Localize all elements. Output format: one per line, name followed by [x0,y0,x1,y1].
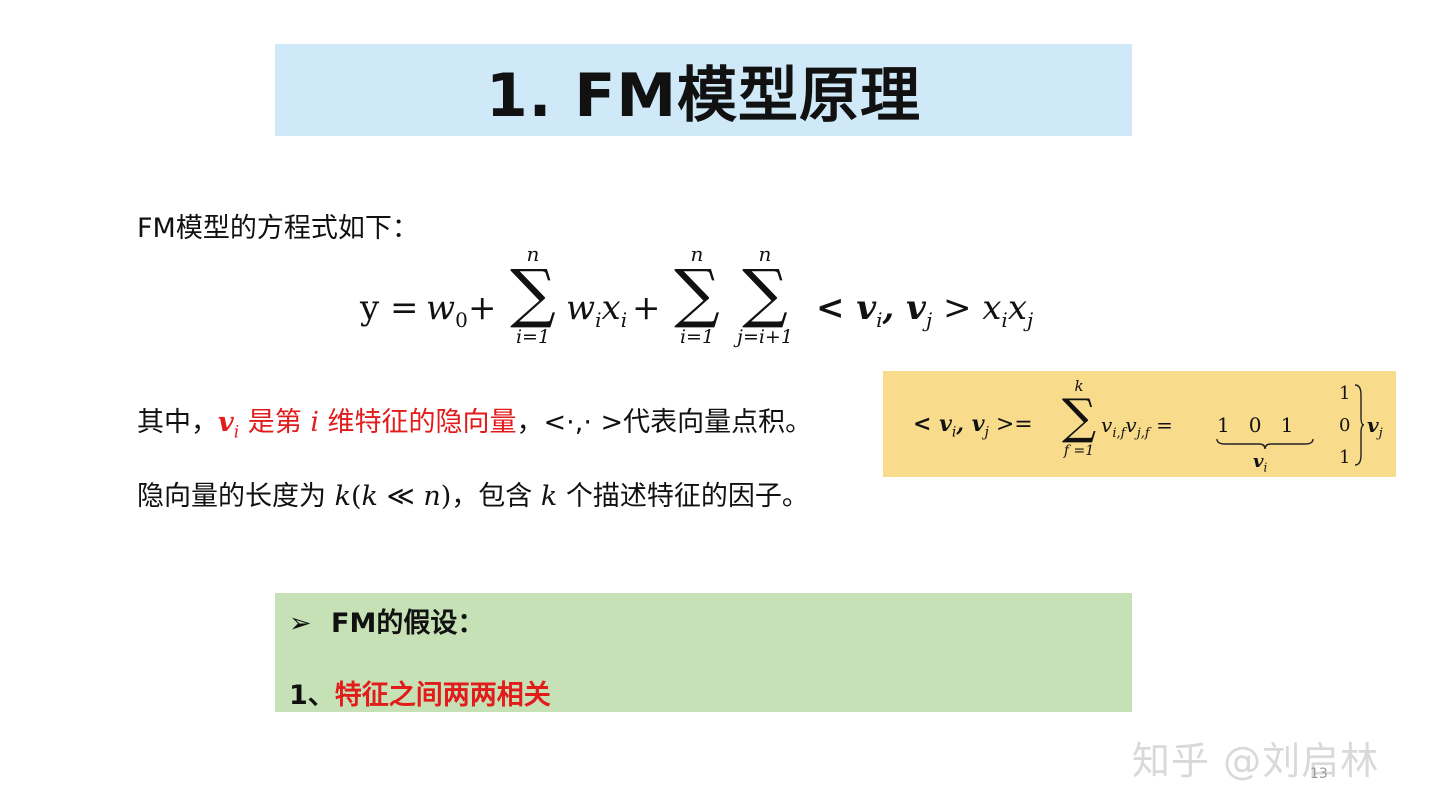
dot-product-definition-box: < vi, vj >= k ∑ f =1 vi,fvj,f = 1 0 1 vi… [883,371,1396,477]
intro-text: FM模型的方程式如下： [137,213,419,244]
assumption-box: ➢ FM的假设： 1、特征之间两两相关 [275,593,1132,712]
latent-vector-length: 隐向量的长度为 k(k ≪ n)，包含 k 个描述特征的因子。 [137,481,809,512]
latent-vector-description: 其中，vi 是第 i 维特征的隐向量，<·,· >代表向量点积。 [137,407,813,443]
brace-label: vi [1253,451,1268,475]
bullet-arrow-icon: ➢ [289,608,312,639]
watermark: 知乎 @刘启林 [1132,739,1380,783]
sum-2: n ∑ i=1 [674,242,720,348]
row-vector: 1 0 1 [1217,413,1294,437]
col-vector-1: 1 [1339,383,1351,404]
eq-y: y = [360,288,419,328]
eq-w0: w0 [426,288,468,332]
assumption-item-1: 1、特征之间两两相关 [289,680,551,711]
eq-plus-1: + [468,288,497,328]
page-number: 13 [1310,766,1328,782]
col-vector-2: 0 [1339,415,1351,436]
underbrace [1216,438,1314,450]
right-brace [1354,384,1365,466]
title-banner: 1. FM模型原理 [275,44,1132,136]
eq-wx: wixi [566,288,628,332]
dot-sum: k ∑ f =1 [1061,377,1097,459]
page-title: 1. FM模型原理 [485,60,922,131]
dot-term: vi,fvj,f = [1101,413,1173,441]
eq-inner-product: < vi, vj > xixj [816,288,1034,332]
col-vector-3: 1 [1339,447,1351,468]
dot-lhs: < vi, vj >= [913,411,1033,441]
assumption-title: ➢ FM的假设： [289,608,485,639]
vj-label: vj [1367,413,1383,441]
eq-plus-2: + [632,288,661,328]
fm-equation: y = w0 + n ∑ i=1 wixi + n ∑ i=1 n ∑ j=i+… [360,240,1060,370]
sum-3: n ∑ j=i+1 [737,242,793,348]
sum-1: n ∑ i=1 [510,242,556,348]
